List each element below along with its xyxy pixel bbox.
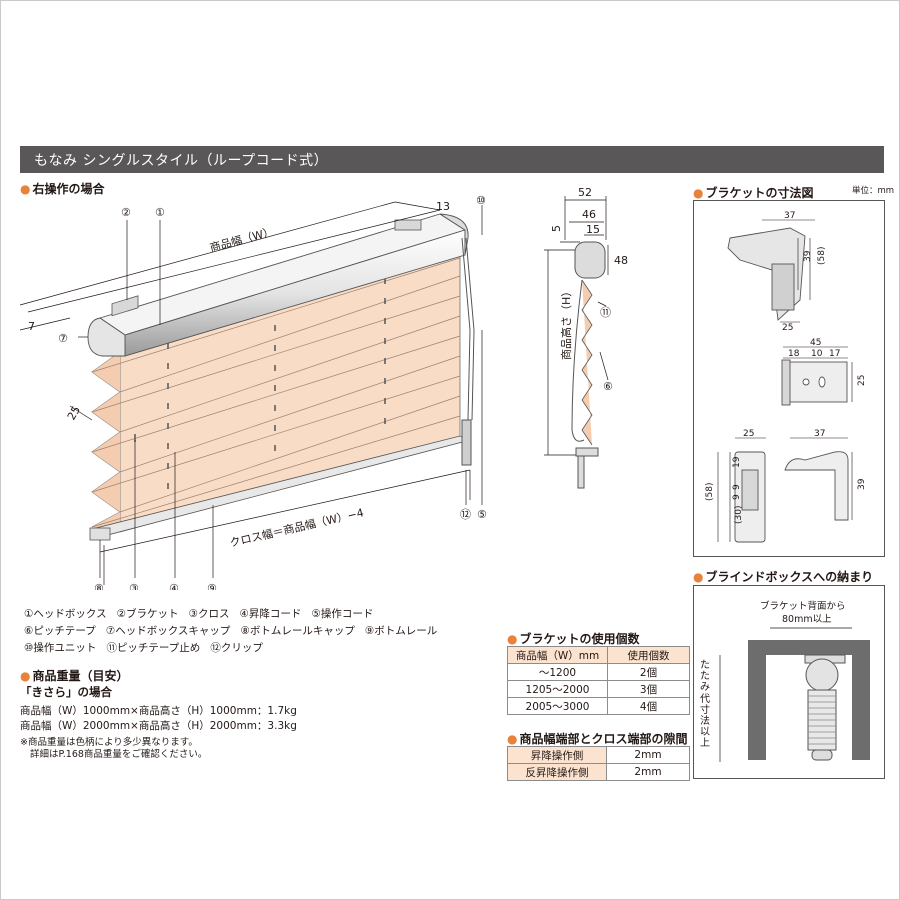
legend-row-1: ①ヘッドボックス ②ブラケット ③クロス ④昇降コード ⑤操作コード — [24, 608, 374, 620]
title-bar: もなみ シングルスタイル（ループコード式） — [20, 146, 884, 173]
bracket-bl-9: 9 — [732, 484, 742, 490]
callout-2: ② — [121, 206, 131, 219]
legend-row-2: ⑥ピッチテープ ⑦ヘッドボックスキャップ ⑧ボトムレールキャップ ⑨ボトムレール — [24, 625, 438, 637]
weight-note-1: ※商品重量は色柄により多少異なります。 — [20, 737, 198, 748]
side-headbox — [574, 241, 606, 279]
side-dim-15: 15 — [586, 223, 600, 236]
side-dim-46: 46 — [582, 208, 596, 221]
weight-line-1: 商品幅（W）1000mm×商品高さ（H）1000mm：1.7kg — [20, 705, 297, 717]
height-label: 商品高さ（H） — [559, 286, 573, 360]
bracket-mid-18: 18 — [788, 349, 800, 359]
bracket-dimension-box — [693, 200, 885, 557]
bracket-top-25: 25 — [782, 323, 793, 333]
head-box — [87, 213, 469, 357]
callout-7: ⑦ — [58, 332, 68, 345]
bottom-rail — [89, 435, 472, 541]
box-section-heading: ●ブラインドボックスへの納まり — [693, 570, 874, 584]
bracket-top-58: (58) — [817, 247, 827, 265]
callout-4: ④ — [169, 582, 179, 590]
bracket-top-37: 37 — [784, 211, 795, 221]
bracket-drawings: 37 39 (58) 25 45 18 10 17 25 25 (58) 19 … — [705, 211, 867, 543]
bracket-count-heading: ●ブラケットの使用個数 — [507, 632, 640, 646]
dimension-lines — [19, 201, 483, 585]
loop-cord — [461, 237, 475, 466]
bracket-bl-25: 25 — [743, 429, 754, 439]
dim-13: 13 — [436, 200, 450, 213]
weight-note-2: 詳細はP.168商品重量をご確認ください。 — [30, 749, 208, 760]
box-note-1: ブラケット背面から — [760, 601, 846, 612]
side-dim-5: 5 — [550, 225, 563, 232]
unit-label: 単位：mm — [852, 186, 895, 196]
dim-7: 7 — [28, 320, 35, 333]
callout-11: ⑪ — [600, 306, 611, 319]
callout-1: ① — [155, 206, 165, 219]
side-dim-52: 52 — [578, 186, 592, 199]
bracket-br-37: 37 — [814, 429, 825, 439]
callout-6: ⑥ — [603, 380, 613, 393]
cross-width-label: クロス幅＝商品幅（W）−4 — [228, 505, 365, 549]
callout-12: ⑫ — [460, 508, 471, 521]
callout-8: ⑧ — [94, 582, 104, 590]
weight-subtitle: 「きさら」の場合 — [20, 685, 112, 699]
gap-heading: ●商品幅端部とクロス端部の隙間 — [507, 732, 688, 746]
bracket-mid-10: 10 — [811, 349, 823, 359]
bracket-mid-17: 17 — [829, 349, 840, 359]
blind-box-frame — [693, 585, 885, 779]
main-section-heading: ●右操作の場合 — [20, 182, 105, 196]
bracket-bl-58: (58) — [705, 483, 715, 501]
blind-perspective-diagram: 商品幅（W） クロス幅＝商品幅（W）−4 13 7 25 ② ① ⑩ ⑦ ⑧ ③… — [19, 194, 487, 590]
side-dim-48: 48 — [614, 254, 628, 267]
side-section-diagram: 52 46 5 15 48 ⑪ ⑥ 商品高さ（H） — [544, 186, 628, 489]
bracket-bl-30: (30) — [734, 506, 744, 524]
callout-9: ⑨ — [207, 582, 217, 590]
bracket-top-39: 39 — [803, 250, 813, 262]
blind-box-drawing — [719, 627, 870, 762]
box-vertical-label: たたみ代寸法以上 — [700, 660, 710, 750]
bracket-br-39: 39 — [857, 478, 867, 490]
bracket-bl-19: 19 — [732, 456, 742, 468]
bracket-section-heading: ●ブラケットの寸法図 — [693, 186, 814, 200]
width-label: 商品幅（W） — [208, 224, 275, 255]
callout-10: ⑩ — [476, 194, 486, 207]
dim-25: 25 — [65, 404, 83, 423]
callout-3: ③ — [129, 582, 139, 590]
page-title: もなみ シングルスタイル（ループコード式） — [34, 153, 329, 169]
weight-line-2: 商品幅（W）2000mm×商品高さ（H）2000mm：3.3kg — [20, 720, 297, 732]
callout-5: ⑤ — [477, 508, 487, 521]
bracket-mid-25: 25 — [857, 375, 867, 386]
legend-row-3: ⑩操作ユニット ⑪ピッチテープ止め ⑫クリップ — [24, 642, 263, 654]
bracket-mid-45: 45 — [810, 338, 821, 348]
bracket-bl-9b: 9 — [732, 494, 742, 500]
box-note-2: 80mm以上 — [782, 614, 832, 625]
weight-heading: ●商品重量（目安） — [20, 669, 129, 683]
